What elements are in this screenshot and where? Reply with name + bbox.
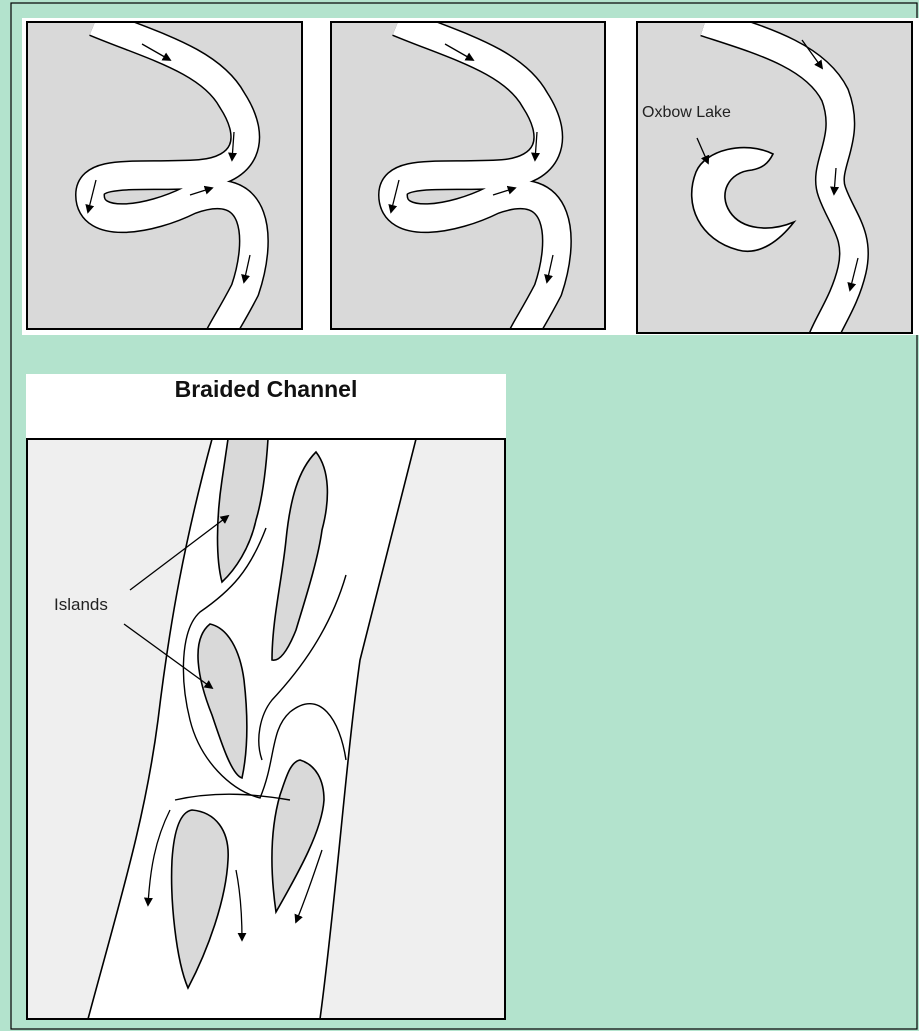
meander-panel-3 <box>637 22 912 340</box>
panel-3-land <box>637 22 912 333</box>
braided-channel-title: Braided Channel <box>26 376 506 403</box>
meander-panel-2 <box>331 22 605 335</box>
oxbow-lake-label: Oxbow Lake <box>642 104 731 122</box>
braided-channel-panel <box>27 439 505 1019</box>
islands-label: Islands <box>54 595 108 615</box>
meander-panel-1 <box>27 22 302 335</box>
